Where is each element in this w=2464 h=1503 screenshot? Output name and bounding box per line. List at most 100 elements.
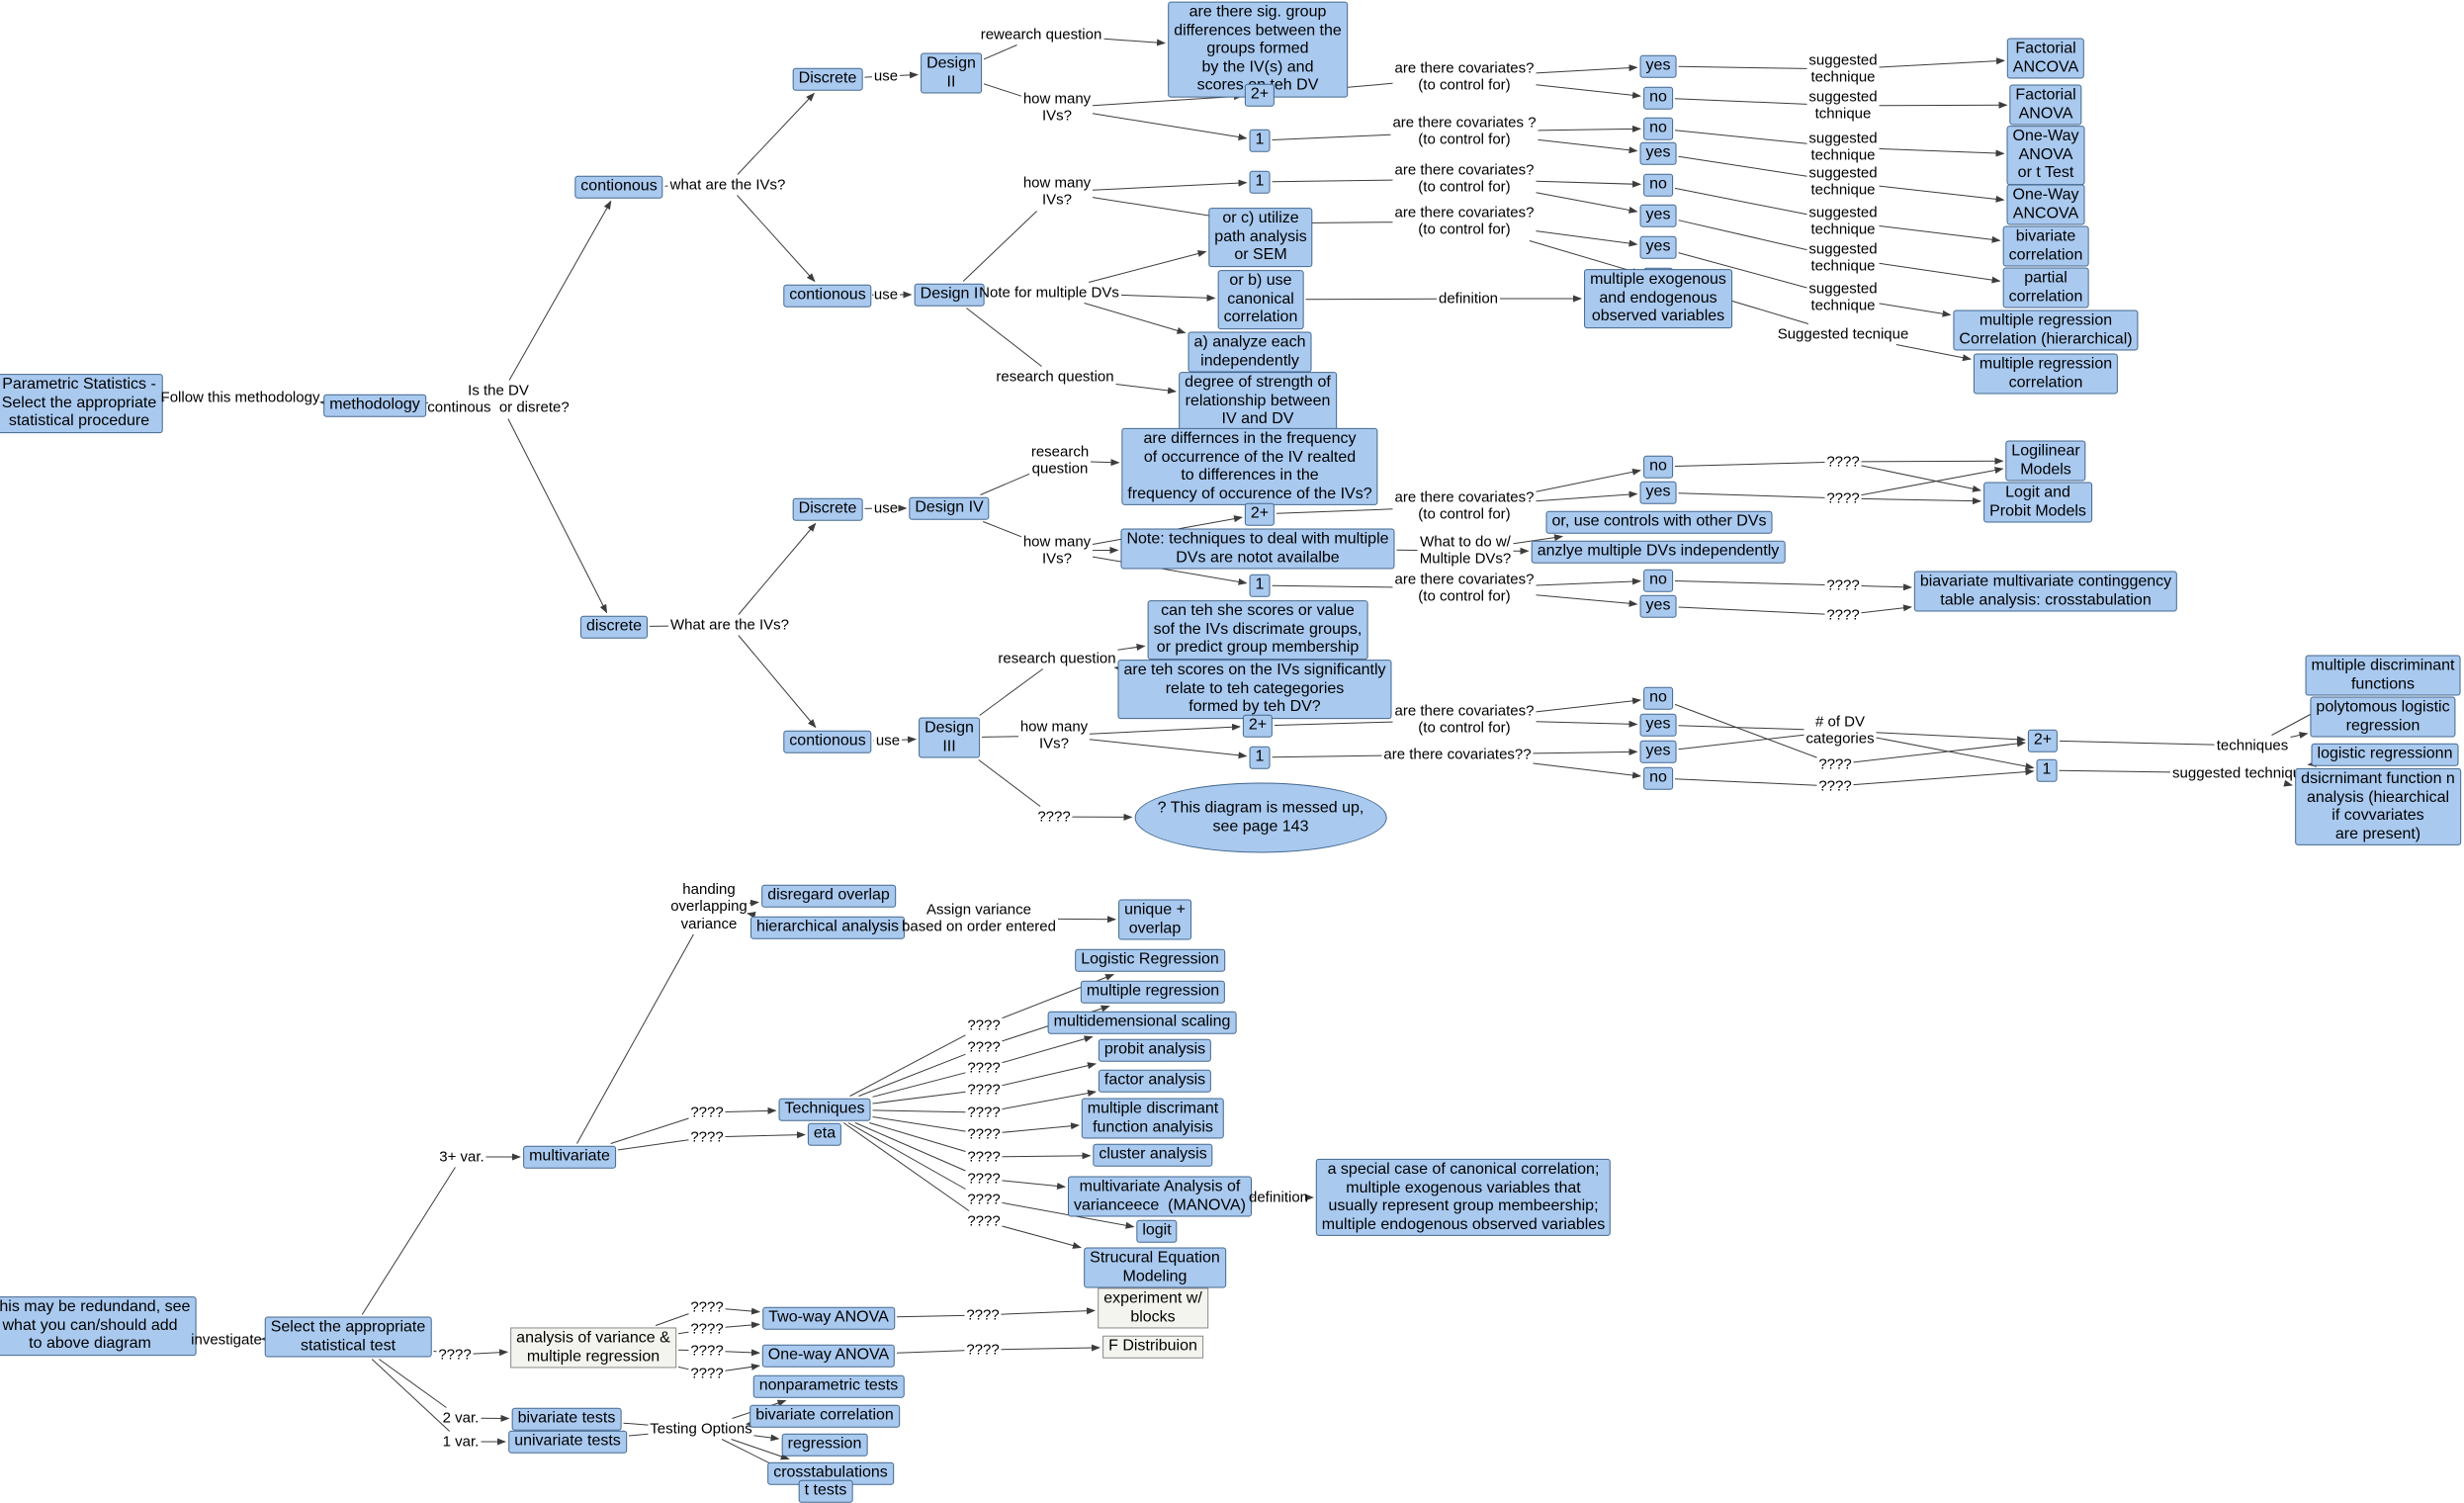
node-box-multiv[interactable]: multivariate <box>523 1145 616 1169</box>
node-r-fanova[interactable]: Factorial ANOVA <box>2009 84 2082 126</box>
node-yes-c[interactable]: yes <box>1639 204 1677 227</box>
node-box-logregr[interactable]: logistic regressionn <box>2311 743 2459 766</box>
node-cont-d1[interactable]: contionous <box>783 284 872 308</box>
node-box-c-path[interactable]: or c) utilize path analysis or SEM <box>1208 208 1313 267</box>
node-box-crosstabs[interactable]: crosstabulations <box>767 1461 894 1485</box>
node-box-techs[interactable]: Techniques <box>778 1098 871 1121</box>
node-box-ttests[interactable]: t tests <box>798 1479 853 1503</box>
node-qo: ???? <box>966 1306 1000 1324</box>
node-r-bivcorr[interactable]: bivariate correlation <box>2002 225 2089 267</box>
node-box-twoway[interactable]: Two-way ANOVA <box>762 1306 895 1330</box>
node-d2-1[interactable]: 1 <box>1249 129 1271 152</box>
node-box-disregard[interactable]: disregard overlap <box>761 884 896 908</box>
node-box-regress[interactable]: regression <box>781 1433 868 1457</box>
node-disc1[interactable]: discrete <box>579 615 649 639</box>
node-box-mexo[interactable]: multiple exogenous and endogenous observ… <box>1584 269 1732 328</box>
node-box-a-indep[interactable]: a) analyze each independently <box>1188 331 1312 373</box>
node-box-expblocks[interactable]: experiment w/ blocks <box>1098 1287 1208 1329</box>
node-yes-d[interactable]: yes <box>1639 235 1677 259</box>
node-t-cluster[interactable]: cluster analysis <box>1093 1143 1213 1167</box>
node-box-controls[interactable]: or, use controls with other DVs <box>1545 510 1773 534</box>
node-box-select[interactable]: Select the appropriate statistical test <box>264 1316 432 1358</box>
node-box-mdfuncs[interactable]: multiple discriminant functions <box>2305 655 2461 696</box>
node-t-sem[interactable]: Strucural Equation Modeling <box>1084 1247 1226 1288</box>
node-box-b-canon[interactable]: or b) use canonical correlation <box>1217 270 1304 329</box>
node-design4[interactable]: Design IV <box>909 496 990 520</box>
node-t-manova[interactable]: multivariate Analysis of varianceece (MA… <box>1068 1176 1252 1217</box>
node-box-redund[interactable]: This may be redundand, see what you can/… <box>0 1296 197 1356</box>
node-r-mrc[interactable]: multiple regression correlation <box>1973 353 2119 395</box>
node-t-mds[interactable]: multidemensional scaling <box>1047 1011 1237 1034</box>
node-no-g[interactable]: no <box>1643 686 1673 710</box>
node-cont-d3[interactable]: contionous <box>783 730 872 753</box>
node-box-crosstab[interactable]: biavariate multivariate continggency tab… <box>1913 571 2178 612</box>
node-yes-h[interactable]: yes <box>1639 740 1677 763</box>
node-r-owanova[interactable]: One-Way ANOVA or t Test <box>2006 126 2085 185</box>
node-r-mrch[interactable]: multiple regression Correlation (hierarc… <box>1953 309 2139 351</box>
node-yes-f[interactable]: yes <box>1639 594 1677 618</box>
node-design2[interactable]: Design II <box>921 52 982 94</box>
node-r-owancova[interactable]: One-Way ANCOVA <box>2006 184 2085 225</box>
node-box-bivtests[interactable]: bivariate tests <box>511 1407 622 1431</box>
node-t-mdfa[interactable]: multiple discrimant function analyisis <box>1081 1098 1225 1139</box>
node-box-note[interactable]: Note: techniques to deal with multiple D… <box>1120 528 1395 570</box>
node-box-oneway[interactable]: One-way ANOVA <box>761 1344 896 1368</box>
node-box-anzlye[interactable]: anzlye multiple DVs independently <box>1531 540 1786 564</box>
node-yes-g[interactable]: yes <box>1639 713 1677 737</box>
node-box-siggroup[interactable]: are there sig. group differences between… <box>1168 1 1348 98</box>
node-t-multreg[interactable]: multiple regression <box>1080 980 1226 1004</box>
node-design3[interactable]: Design III <box>919 717 980 758</box>
node-methodology[interactable]: methodology <box>323 394 426 417</box>
node-box-logitprobit[interactable]: Logit and Probit Models <box>1983 482 2092 523</box>
node-box-univtests[interactable]: univariate tests <box>508 1430 627 1454</box>
node-no-b[interactable]: no <box>1643 117 1673 140</box>
edge-q2-box-loglin <box>1861 467 2004 496</box>
node-box-aov[interactable]: analysis of variance & multiple regressi… <box>510 1327 676 1369</box>
node-no-a[interactable]: no <box>1643 86 1673 110</box>
node-d3-2p-b[interactable]: 2+ <box>2027 729 2059 752</box>
node-r-partcorr[interactable]: partial correlation <box>2002 267 2089 309</box>
node-cont1[interactable]: contionous <box>574 175 663 199</box>
node-box-degree[interactable]: degree of strength of relationship betwe… <box>1179 372 1337 431</box>
node-d2-2p[interactable]: 2+ <box>1244 83 1276 107</box>
node-box-fdist[interactable]: F Distribuion <box>1102 1335 1203 1359</box>
node-box-nonparam[interactable]: nonparametric tests <box>752 1374 905 1398</box>
node-yes-a[interactable]: yes <box>1639 54 1677 78</box>
node-box-bivcorr2[interactable]: bivariate correlation <box>749 1404 900 1428</box>
node-box-poly[interactable]: polytomous logistic regression <box>2310 696 2456 738</box>
node-no-h[interactable]: no <box>1643 766 1673 790</box>
node-box-areteh[interactable]: are teh scores on the IVs significantly … <box>1117 660 1392 719</box>
node-box-canteh[interactable]: can teh she scores or value sof the IVs … <box>1147 600 1368 660</box>
node-t-logit[interactable]: logit <box>1136 1219 1178 1243</box>
node-box-unique[interactable]: unique + overlap <box>1118 899 1191 940</box>
node-d3-1[interactable]: 1 <box>1249 746 1271 769</box>
node-d3-2p[interactable]: 2+ <box>1242 714 1274 738</box>
node-box-eta[interactable]: eta <box>807 1122 842 1146</box>
node-disc-d4[interactable]: Discrete <box>792 497 863 521</box>
node-t-probit[interactable]: probit analysis <box>1098 1038 1212 1062</box>
node-no-c[interactable]: no <box>1643 173 1673 197</box>
node-t-logreg[interactable]: Logistic Regression <box>1075 948 1225 972</box>
node-box-freq[interactable]: are differnces in the frequency of occur… <box>1121 427 1378 506</box>
node-box-special[interactable]: a special case of canonical correlation;… <box>1315 1158 1612 1237</box>
node-t-factor[interactable]: factor analysis <box>1098 1069 1212 1093</box>
node-start[interactable]: Parametric Statistics - Select the appro… <box>0 374 163 433</box>
node-yes-b[interactable]: yes <box>1639 141 1677 165</box>
node-box-hier[interactable]: hierarchical analysis <box>749 916 906 939</box>
node-box-loglin[interactable]: Logilinear Models <box>2005 440 2086 482</box>
node-design1[interactable]: Design I <box>914 283 985 307</box>
node-no-f[interactable]: no <box>1643 569 1673 592</box>
node-ellipse-messed[interactable]: ? This diagram is messed up, see page 14… <box>1134 782 1387 853</box>
edge-design3-lbl-rq3 <box>979 668 1043 716</box>
edge-lbl-cov-d2-1-no-b <box>1538 125 1641 133</box>
node-d3-1-b[interactable]: 1 <box>2036 758 2058 782</box>
node-disc-top[interactable]: Discrete <box>792 67 863 91</box>
node-r-fancova[interactable]: Factorial ANCOVA <box>2006 38 2085 79</box>
node-d1-1[interactable]: 1 <box>1249 170 1271 194</box>
node-d4-1[interactable]: 1 <box>1249 574 1271 597</box>
edge-d3-1-b-lbl-suggtech3 <box>2059 769 2171 773</box>
node-d4-2p[interactable]: 2+ <box>1244 502 1276 526</box>
node-no-e[interactable]: no <box>1643 455 1673 479</box>
node-box-dsic[interactable]: dsicrnimant function n analysis (hiearch… <box>2295 767 2461 846</box>
node-yes-e[interactable]: yes <box>1639 481 1677 504</box>
